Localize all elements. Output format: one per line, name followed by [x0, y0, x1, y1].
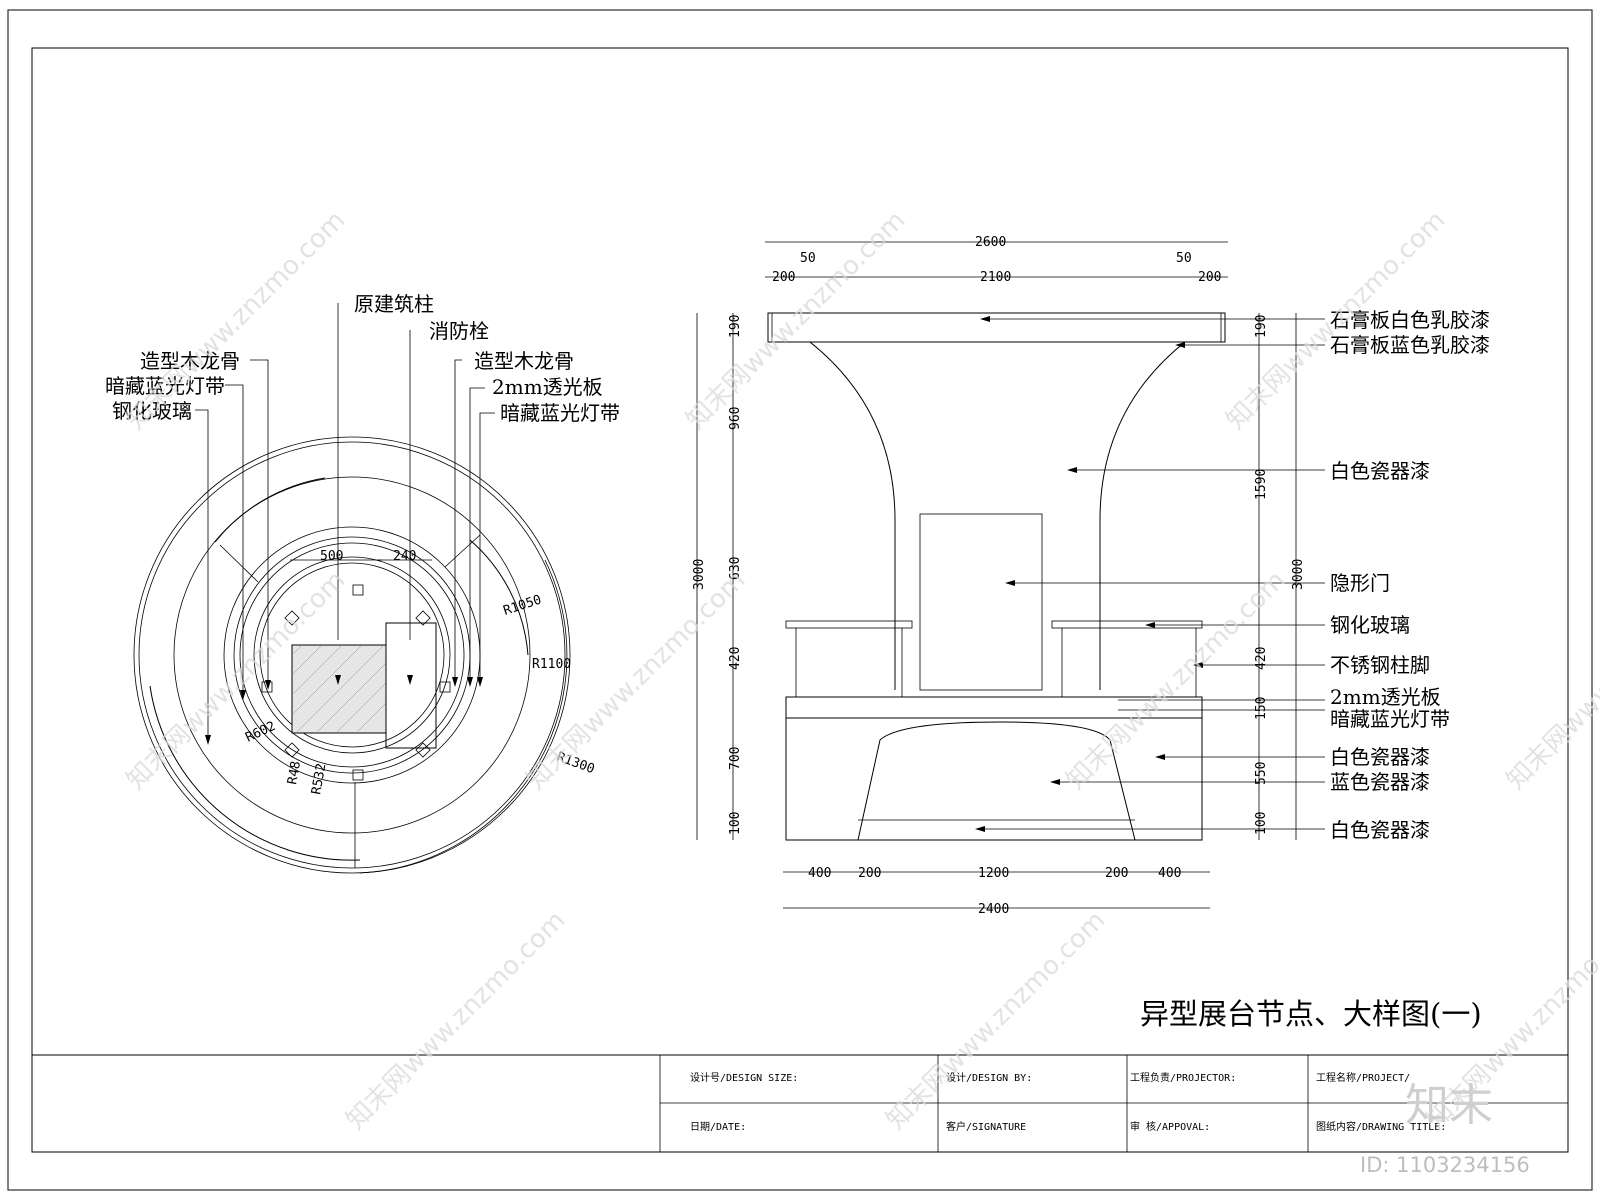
- dim-bottom-1200: 1200: [978, 866, 1009, 881]
- hydrant-box: [385, 622, 437, 749]
- canopy: [767, 312, 1226, 343]
- dim-right-100: 100: [1254, 812, 1269, 835]
- inner-frame: [31, 47, 1569, 1153]
- plan-view: 500 240 R1050 R1100 R1300 R602 R532 R48: [105, 292, 620, 874]
- tb-projector: 工程负责/PROJECTOR:: [1130, 1071, 1236, 1084]
- elev-callout-blue-paint: 蓝色瓷器漆: [1330, 770, 1430, 794]
- watermark-text: 知末网www.znzmo.com: [881, 905, 1112, 1136]
- outer-frame: [7, 9, 1593, 1191]
- elevation-view: 2600 50 50 200 2100 200 3000 190 960 630…: [692, 235, 1490, 917]
- dim-left-total: 3000: [692, 559, 707, 590]
- radius-r48: R48: [285, 760, 304, 786]
- dim-right-1590: 1590: [1254, 469, 1269, 500]
- plan-callout-column: 原建筑柱: [354, 292, 434, 316]
- elev-callout-white-paint-2: 白色瓷器漆: [1330, 745, 1430, 769]
- dim-left-700: 700: [728, 747, 743, 770]
- dim-right-150: 150: [1254, 697, 1269, 720]
- column-hatch: [291, 644, 387, 734]
- plan-dim-500: 500: [320, 549, 343, 564]
- radius-r1100: R1100: [532, 657, 571, 672]
- dim-bottom-400-right: 400: [1158, 866, 1181, 881]
- tb-design-size: 设计号/DESIGN SIZE:: [690, 1071, 798, 1084]
- elev-callout-white-paint-3: 白色瓷器漆: [1330, 818, 1430, 842]
- dim-left-960: 960: [728, 407, 743, 430]
- column-section: [291, 644, 387, 734]
- plan-callout-light-panel: 2mm透光板: [492, 375, 603, 399]
- dim-50-left: 50: [800, 251, 816, 266]
- plan-callout-wood-frame-left: 造型木龙骨: [140, 349, 240, 373]
- dim-bottom-400-left: 400: [808, 866, 831, 881]
- watermark-text: 知末网www.znzmo.com: [1501, 565, 1600, 796]
- dim-200-left: 200: [772, 270, 795, 285]
- elev-callout-hidden-door: 隐形门: [1330, 571, 1390, 595]
- watermark-text: 知末网www.znzmo.com: [121, 205, 352, 436]
- hidden-door: [919, 513, 1043, 691]
- plan-callout-blue-led-right: 暗藏蓝光灯带: [500, 401, 620, 425]
- drawing-title: 异型展台节点、大样图(一): [1140, 997, 1482, 1031]
- dim-2100: 2100: [980, 270, 1011, 285]
- radius-r602: R602: [243, 719, 278, 746]
- plan-callout-hydrant: 消防栓: [429, 319, 489, 343]
- brand-logo: 知末: [1405, 1080, 1493, 1131]
- dim-2600: 2600: [975, 235, 1006, 250]
- dim-left-190: 190: [728, 315, 743, 338]
- dim-50-right: 50: [1176, 251, 1192, 266]
- elev-callout-blue-led: 暗藏蓝光灯带: [1330, 707, 1450, 731]
- dim-right-550: 550: [1254, 762, 1269, 785]
- watermark-text: 知末网www.znzmo.com: [681, 205, 912, 436]
- elev-callout-white-paint-1: 白色瓷器漆: [1330, 459, 1430, 483]
- plan-callout-glass: 钢化玻璃: [112, 399, 192, 423]
- tb-date: 日期/DATE:: [690, 1121, 746, 1133]
- tb-appoval: 审 核/APPOVAL:: [1130, 1120, 1210, 1133]
- dim-right-190: 190: [1254, 315, 1269, 338]
- tb-design-by: 设计/DESIGN BY:: [946, 1071, 1032, 1084]
- dim-bottom-200-left: 200: [858, 866, 881, 881]
- dim-left-630: 630: [728, 557, 743, 580]
- radius-r532: R532: [309, 762, 329, 795]
- dim-left-420: 420: [728, 647, 743, 670]
- dim-left-100: 100: [728, 812, 743, 835]
- dim-bottom-200-right: 200: [1105, 866, 1128, 881]
- elev-callout-gypsum-white: 石膏板白色乳胶漆: [1330, 308, 1490, 332]
- watermark-text: 知末网www.znzmo.com: [521, 565, 752, 796]
- plan-callout-wood-frame-right: 造型木龙骨: [474, 349, 574, 373]
- dim-bottom-total: 2400: [978, 902, 1009, 917]
- elev-callout-gypsum-blue: 石膏板蓝色乳胶漆: [1330, 333, 1490, 357]
- elev-callout-glass: 钢化玻璃: [1330, 613, 1410, 637]
- elev-callout-steel-foot: 不锈钢柱脚: [1330, 653, 1430, 677]
- elev-callout-light-panel: 2mm透光板: [1330, 685, 1441, 709]
- tb-project: 工程名称/PROJECT/: [1316, 1071, 1410, 1084]
- base-body: [785, 717, 1203, 841]
- watermark-text: 知末网www.znzmo.com: [341, 905, 572, 1136]
- plan-callout-blue-led-left: 暗藏蓝光灯带: [105, 374, 225, 398]
- plan-dim-240: 240: [393, 549, 416, 564]
- image-id: ID: 1103234156: [1360, 1153, 1530, 1177]
- tb-signature: 客户/SIGNATURE: [946, 1120, 1026, 1133]
- tb-drawing-title: 图纸内容/DRAWING TITLE:: [1316, 1120, 1446, 1133]
- watermark-text: 知末网www.znzmo.com: [1061, 565, 1292, 796]
- title-block: 设计号/DESIGN SIZE: 设计/DESIGN BY: 工程负责/PROJ…: [32, 1054, 1568, 1152]
- dim-right-420: 420: [1254, 647, 1269, 670]
- dim-200-right: 200: [1198, 270, 1221, 285]
- dim-right-total: 3000: [1291, 559, 1306, 590]
- radius-r1050: R1050: [502, 592, 544, 618]
